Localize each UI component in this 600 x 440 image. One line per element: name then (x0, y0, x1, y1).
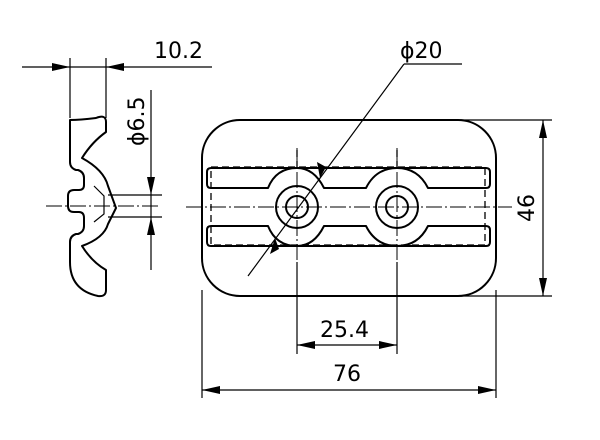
arrowhead (539, 120, 547, 138)
dim-76-label: 76 (333, 362, 361, 387)
side-profile-outline (67, 115, 117, 298)
leader-line-20 (247, 63, 405, 277)
dim-20-label: ϕ20 (400, 39, 443, 64)
hidden-slot (210, 166, 486, 246)
arrowhead (147, 217, 155, 235)
arrowhead (478, 386, 496, 394)
arrowhead (379, 341, 397, 349)
arrowhead (317, 162, 326, 178)
arrowhead (106, 63, 124, 71)
arrowhead (297, 341, 315, 349)
arrowhead (147, 177, 155, 195)
arrowhead (202, 386, 220, 394)
side-view: 10.2 ϕ6.5 (22, 39, 212, 298)
dim-10-2-label: 10.2 (154, 39, 203, 64)
dim-46-label: 46 (515, 194, 540, 222)
dim-25-4-label: 25.4 (320, 318, 369, 343)
arrowhead (539, 278, 547, 296)
front-view: ϕ20 46 25.4 76 (186, 39, 552, 398)
dim-6-5-label: ϕ6.5 (125, 97, 150, 147)
arrowhead (52, 63, 70, 71)
plate-outline (201, 119, 497, 297)
countersink-line (93, 185, 105, 223)
rail-upper (206, 167, 491, 189)
arrowhead (270, 238, 279, 254)
rail-lower (206, 225, 491, 247)
